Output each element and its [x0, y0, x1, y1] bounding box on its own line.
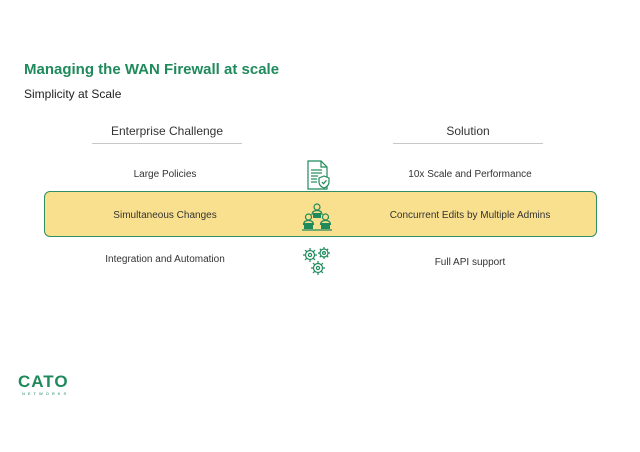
- column-header-solution: Solution: [446, 124, 490, 138]
- column-header-divider-left: [92, 143, 242, 144]
- cato-logo: CATO NETWORKS: [18, 373, 69, 396]
- challenge-integration-automation: Integration and Automation: [105, 254, 225, 265]
- gears-icon: [300, 244, 334, 278]
- solution-concurrent-edits: Concurrent Edits by Multiple Admins: [389, 210, 551, 221]
- solution-scale-performance: 10x Scale and Performance: [408, 169, 532, 180]
- slide-subtitle: Simplicity at Scale: [24, 87, 122, 101]
- column-header-divider-right: [393, 143, 543, 144]
- logo-tagline: NETWORKS: [22, 391, 70, 396]
- document-shield-icon: [300, 158, 334, 192]
- challenge-simultaneous-changes: Simultaneous Changes: [113, 210, 217, 221]
- challenge-large-policies: Large Policies: [133, 169, 197, 180]
- solution-full-api: Full API support: [434, 257, 506, 268]
- multiple-admins-icon: [300, 200, 334, 234]
- logo-wordmark: CATO: [18, 372, 69, 391]
- slide-title: Managing the WAN Firewall at scale: [24, 61, 280, 78]
- column-header-challenge: Enterprise Challenge: [110, 124, 224, 138]
